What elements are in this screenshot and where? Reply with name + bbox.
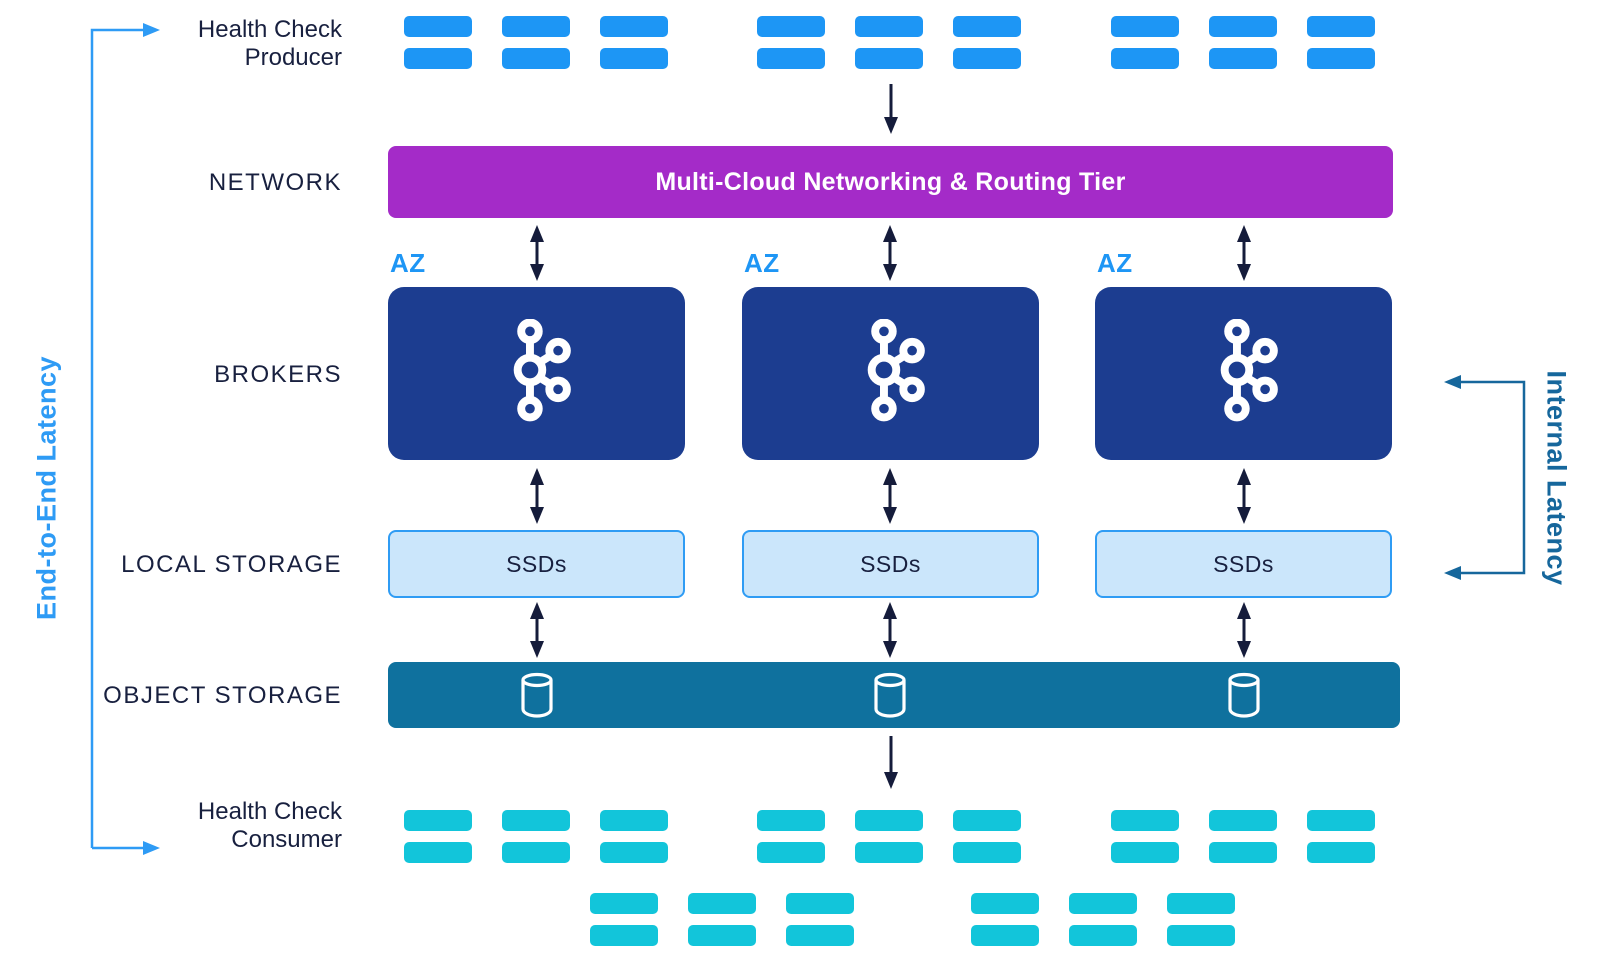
instance-chip: [1209, 48, 1277, 69]
end-to-end-latency-label: End-to-End Latency: [31, 356, 62, 620]
broker-box-1: [388, 287, 685, 460]
internal-latency-arrowheads: [1444, 375, 1461, 580]
instance-chip: [971, 893, 1039, 914]
ssd-label: SSDs: [1213, 550, 1274, 577]
instance-chip: [1307, 810, 1375, 831]
producer-instance-group-3: [1111, 16, 1375, 69]
instance-chip: [757, 16, 825, 37]
consumer-instance-group-3: [1111, 810, 1375, 863]
instance-chip: [1069, 893, 1137, 914]
instance-chip: [1167, 893, 1235, 914]
instance-chip: [404, 810, 472, 831]
instance-chip: [590, 893, 658, 914]
database-cylinder-icon: [521, 672, 553, 718]
object-storage-label: OBJECT STORAGE: [103, 682, 342, 709]
instance-chip: [688, 925, 756, 946]
instance-chip: [1069, 925, 1137, 946]
instance-chip: [953, 842, 1021, 863]
kafka-broker-icon: [1220, 319, 1278, 422]
instance-chip: [786, 893, 854, 914]
instance-chip: [600, 48, 668, 69]
instance-chip: [590, 925, 658, 946]
instance-chip: [953, 16, 1021, 37]
producer-instance-group-2: [757, 16, 1021, 69]
instance-chip: [404, 842, 472, 863]
instance-chip: [688, 893, 756, 914]
instance-chip: [1307, 48, 1375, 69]
instance-chip: [1111, 842, 1179, 863]
broker-box-3: [1095, 287, 1392, 460]
ssd-box-2: SSDs: [742, 530, 1039, 598]
arrow-ssd-object: [535, 615, 1246, 645]
consumer-label: Health Check Consumer: [197, 798, 342, 854]
network-label: NETWORK: [208, 169, 342, 196]
az-label-3: AZ: [1097, 248, 1133, 278]
end-to-end-latency-bracket: [90, 28, 144, 850]
instance-chip: [971, 925, 1039, 946]
consumer-instance-group-4: [590, 893, 854, 946]
brokers-label: BROKERS: [214, 361, 342, 388]
instance-chip: [1209, 810, 1277, 831]
kafka-broker-icon: [513, 319, 571, 422]
ssd-label: SSDs: [860, 550, 921, 577]
consumer-instance-group-1: [404, 810, 668, 863]
instance-chip: [1167, 925, 1235, 946]
internal-latency-bracket: [1448, 380, 1526, 575]
ssd-box-1: SSDs: [388, 530, 685, 598]
database-cylinder-icon: [874, 672, 906, 718]
arrow-ssd-object-heads: [530, 602, 1251, 658]
instance-chip: [600, 842, 668, 863]
object-storage-bar: [388, 662, 1400, 728]
consumer-instance-group-5: [971, 893, 1235, 946]
instance-chip: [600, 16, 668, 37]
instance-chip: [404, 48, 472, 69]
arrow-object-storage-to-consumer: [884, 736, 898, 789]
instance-chip: [953, 810, 1021, 831]
instance-chip: [502, 810, 570, 831]
instance-chip: [1209, 842, 1277, 863]
instance-chip: [757, 842, 825, 863]
instance-chip: [502, 48, 570, 69]
instance-chip: [757, 810, 825, 831]
az-label-2: AZ: [744, 248, 780, 278]
arrow-network-broker: [535, 238, 1246, 268]
end-to-end-latency-arrowheads: [143, 23, 160, 855]
instance-chip: [1307, 842, 1375, 863]
network-tier-label: Multi-Cloud Networking & Routing Tier: [655, 167, 1126, 196]
instance-chip: [1111, 48, 1179, 69]
instance-chip: [1307, 16, 1375, 37]
instance-chip: [855, 16, 923, 37]
instance-chip: [600, 810, 668, 831]
arrow-broker-ssd: [535, 481, 1246, 511]
ssd-box-3: SSDs: [1095, 530, 1392, 598]
instance-chip: [757, 48, 825, 69]
producer-label: Health Check Producer: [197, 16, 342, 72]
az-label-1: AZ: [390, 248, 426, 278]
instance-chip: [855, 810, 923, 831]
arrow-broker-ssd-heads: [530, 468, 1251, 524]
network-tier-bar: Multi-Cloud Networking & Routing Tier: [388, 146, 1393, 218]
instance-chip: [953, 48, 1021, 69]
ssd-label: SSDs: [506, 550, 567, 577]
internal-latency-label: Internal Latency: [1541, 370, 1572, 586]
instance-chip: [1111, 810, 1179, 831]
broker-box-2: [742, 287, 1039, 460]
database-cylinder-icon: [1228, 672, 1260, 718]
instance-chip: [855, 48, 923, 69]
local-storage-label: LOCAL STORAGE: [121, 551, 342, 578]
producer-instance-group-1: [404, 16, 668, 69]
instance-chip: [404, 16, 472, 37]
instance-chip: [502, 842, 570, 863]
arrow-network-broker-heads: [530, 225, 1251, 281]
instance-chip: [786, 925, 854, 946]
consumer-instance-group-2: [757, 810, 1021, 863]
instance-chip: [1209, 16, 1277, 37]
kafka-broker-icon: [867, 319, 925, 422]
instance-chip: [502, 16, 570, 37]
instance-chip: [1111, 16, 1179, 37]
instance-chip: [855, 842, 923, 863]
arrow-producer-to-network: [884, 84, 898, 134]
